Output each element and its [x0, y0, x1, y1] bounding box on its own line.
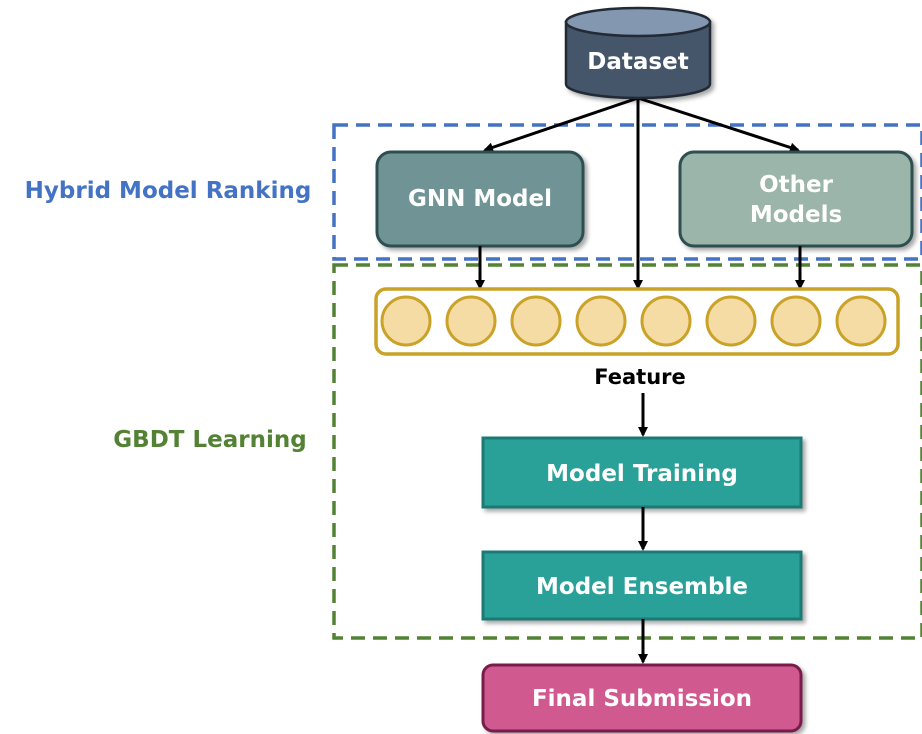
- model-ensemble-box: [481, 550, 803, 621]
- arrow-dataset-to-other-models: [637, 96, 800, 153]
- gbdt-learning-group: [332, 263, 922, 640]
- feature-node: [640, 295, 692, 347]
- feature-node: [835, 295, 887, 347]
- feature-node: [575, 295, 627, 347]
- dataset-cylinder: [564, 6, 712, 100]
- other-models-label-line2: Models: [750, 202, 842, 228]
- feature-node: [510, 295, 562, 347]
- other-models-label-line1: Other: [759, 172, 834, 198]
- hybrid-model-ranking-group: [332, 123, 922, 261]
- feature-node: [705, 295, 757, 347]
- dataset-label: Dataset: [587, 49, 688, 75]
- feature-node: [380, 295, 432, 347]
- other-models-box: [678, 150, 914, 248]
- gnn-model-label: GNN Model: [408, 186, 552, 212]
- feature-container: [374, 287, 900, 356]
- feature-node: [445, 295, 497, 347]
- final-submission-label: Final Submission: [532, 686, 752, 712]
- model-ensemble-label: Model Ensemble: [536, 574, 748, 600]
- model-training-label: Model Training: [546, 461, 738, 487]
- feature-nodes: [380, 295, 887, 347]
- feature-label: Feature: [594, 365, 686, 389]
- feature-node: [770, 295, 822, 347]
- arrow-dataset-to-gnn: [483, 96, 639, 153]
- final-submission-box: [481, 663, 803, 733]
- hybrid-model-ranking-label: Hybrid Model Ranking: [25, 178, 312, 204]
- gbdt-learning-label: GBDT Learning: [113, 427, 306, 453]
